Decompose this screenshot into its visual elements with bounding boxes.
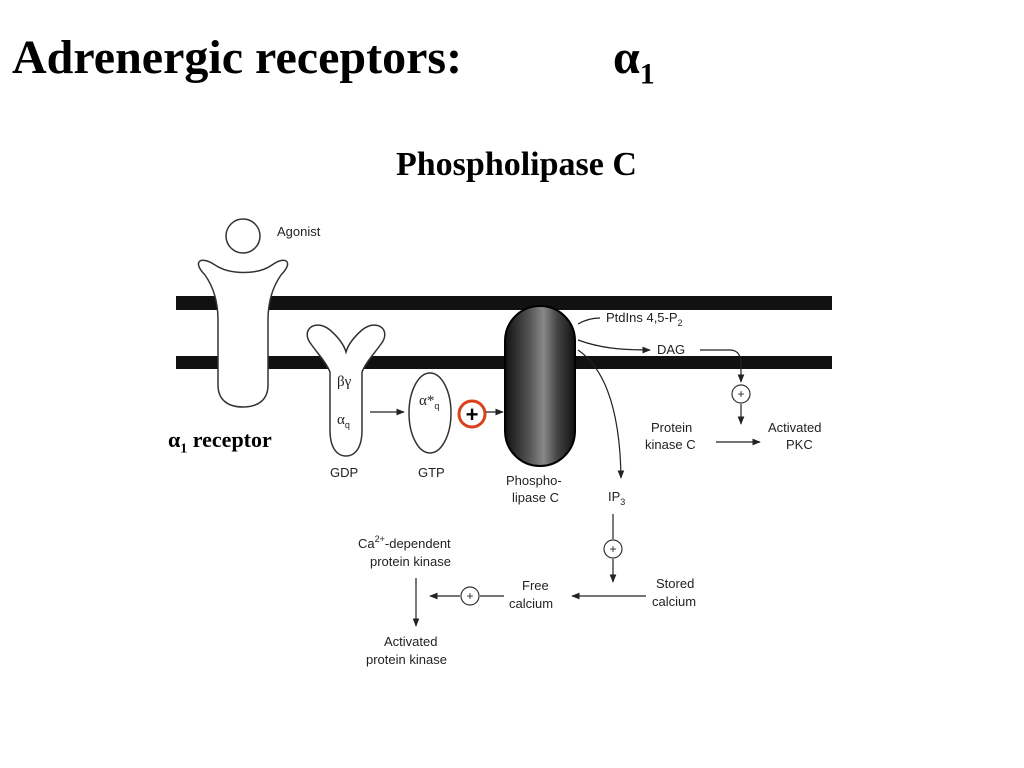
agonist-label: Agonist	[277, 224, 321, 239]
agonist-ball	[225, 218, 261, 254]
dag-plus-sign: +	[737, 387, 744, 401]
ip3-text: IP	[608, 489, 620, 504]
arrow-to-dag	[577, 339, 651, 354]
arrow-to-ip3	[577, 349, 625, 479]
ca-kinase-sup: 2+	[375, 534, 385, 544]
plc-shape	[504, 305, 576, 467]
dag-to-plus-line	[700, 349, 745, 383]
pkc-label-line1: Protein	[651, 420, 692, 435]
highlight-plus-circle	[457, 399, 487, 429]
membrane-upper	[176, 296, 832, 310]
ip3-label: IP3	[608, 489, 625, 507]
alpha1-receptor-shape	[197, 259, 289, 408]
free-calcium-line2: calcium	[509, 596, 553, 611]
alpha-star-q-sub: q	[434, 401, 439, 411]
gtp-label: GTP	[418, 465, 445, 480]
gdp-label: GDP	[330, 465, 358, 480]
page-title: Adrenergic receptors:	[12, 31, 463, 84]
dag-plus-circle	[731, 384, 751, 404]
calcium-plus-sign: +	[466, 589, 473, 603]
beta-gamma-label: βγ	[337, 374, 352, 390]
ca-kinase-dependent: -dependent	[385, 536, 451, 551]
ptdins-line	[577, 317, 601, 325]
page-subtitle: Phospholipase C	[396, 146, 637, 183]
receptor-alpha-sub: 1	[180, 441, 188, 457]
alpha-star-q-text: α*	[419, 393, 434, 409]
dag-label: DAG	[657, 342, 685, 357]
stored-calcium-line1: Stored	[656, 576, 694, 591]
title-alpha1-symbol: α1	[613, 30, 655, 92]
ptdins-text: PtdIns 4,5-P	[606, 310, 678, 325]
highlight-plus-sign: +	[466, 402, 479, 427]
plc-label-line1: Phospho-	[506, 473, 562, 488]
receptor-label: α1 receptor	[168, 427, 272, 457]
stored-calcium-line2: calcium	[652, 594, 696, 609]
ptdins-label: PtdIns 4,5-P2	[606, 310, 683, 328]
plc-label-line2: lipase C	[512, 490, 559, 505]
alpha-star-q-shape	[408, 372, 452, 454]
free-calcium-line1: Free	[522, 578, 549, 593]
ca-kinase-line1: Ca2+-dependent	[358, 534, 451, 551]
ca-kinase-line2: protein kinase	[370, 554, 451, 569]
receptor-text: receptor	[187, 427, 272, 452]
ip3-plus-circle	[603, 539, 623, 559]
calcium-plus-circle	[460, 586, 480, 606]
pkc-label-line2: kinase C	[645, 437, 696, 452]
ip3-sub: 3	[620, 497, 625, 507]
alpha-star-q-label: α*q	[419, 393, 439, 411]
title-alpha: α	[613, 31, 640, 84]
activated-kinase-line1: Activated	[384, 634, 437, 649]
receptor-alpha: α	[168, 427, 181, 452]
alpha-q-text: α	[337, 412, 345, 428]
ip3-plus-sign: +	[609, 542, 616, 556]
alpha-q-label: αq	[337, 412, 350, 430]
ca-kinase-ca: Ca	[358, 536, 375, 551]
activated-kinase-line2: protein kinase	[366, 652, 447, 667]
g-protein-shape	[306, 324, 386, 457]
activated-pkc-line1: Activated	[768, 420, 821, 435]
ptdins-sub: 2	[678, 318, 683, 328]
title-alpha-sub: 1	[639, 57, 655, 91]
activated-pkc-line2: PKC	[786, 437, 813, 452]
alpha-q-sub: q	[345, 420, 350, 430]
